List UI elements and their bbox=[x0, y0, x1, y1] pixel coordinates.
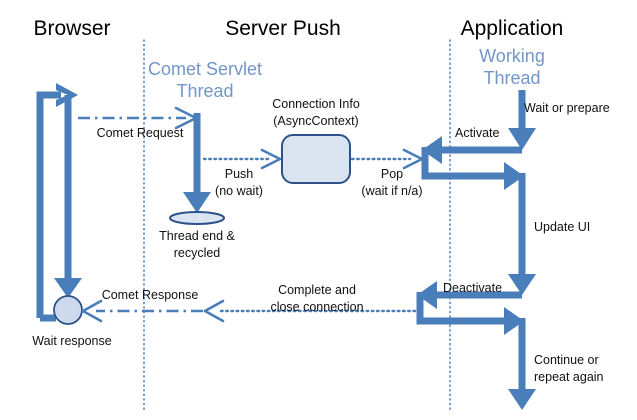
pop-label-line1: Pop bbox=[381, 167, 403, 181]
activate-arrowhead-left bbox=[422, 136, 442, 164]
lane-title-browser: Browser bbox=[33, 17, 110, 40]
thread-title-comet-servlet-line2: Thread bbox=[176, 81, 233, 101]
push-label-line2: (no wait) bbox=[215, 184, 263, 198]
update-ui-label: Update UI bbox=[534, 220, 590, 234]
connection-info-node bbox=[281, 134, 351, 184]
deactivate-arrowhead-right bbox=[504, 307, 524, 335]
thread-title-working-line2: Thread bbox=[483, 68, 540, 88]
connection-info-label-line1: Connection Info bbox=[272, 97, 360, 111]
thread-title-comet-servlet-line1: Comet Servlet bbox=[148, 59, 262, 79]
thread-end-label-line1: Thread end & bbox=[159, 229, 235, 243]
thread-end-label-line2: recycled bbox=[174, 246, 221, 260]
thread-end-ellipse bbox=[169, 211, 225, 225]
lane-title-server-push: Server Push bbox=[225, 17, 341, 40]
wait-response-label: Wait response bbox=[32, 334, 111, 348]
activate-return-segment bbox=[421, 147, 508, 180]
comet-request-label: Comet Request bbox=[97, 126, 184, 140]
continue-repeat-label-line1: Continue or bbox=[534, 353, 599, 367]
deactivate-arrowhead-left bbox=[417, 281, 437, 309]
update-ui-arrowhead-down bbox=[508, 274, 536, 295]
wait-response-circle bbox=[53, 295, 83, 325]
activate-arrowhead-right bbox=[504, 162, 524, 190]
browser-descend-arrowhead-down bbox=[54, 278, 82, 298]
connection-info-label-line2: (AsyncContext) bbox=[273, 114, 358, 128]
continue-repeat-arrowhead-down bbox=[508, 389, 536, 410]
complete-close-label-line2: close connection bbox=[270, 300, 363, 314]
browser-loop-arrowhead-right bbox=[56, 83, 78, 107]
comet-servlet-thread-arrowhead-down bbox=[183, 192, 211, 213]
thread-title-working-line1: Working bbox=[479, 46, 545, 66]
comet-response-arrowhead bbox=[81, 299, 103, 323]
complete-close-label-line1: Complete and bbox=[278, 283, 356, 297]
wait-or-prepare-arrowhead-down bbox=[508, 128, 536, 150]
comet-response-label: Comet Response bbox=[102, 288, 199, 302]
pop-label-line2: (wait if n/a) bbox=[361, 184, 422, 198]
wait-or-prepare-label: Wait or prepare bbox=[524, 101, 610, 115]
deactivate-label: Deactivate bbox=[443, 281, 502, 295]
activate-label: Activate bbox=[455, 126, 500, 140]
browser-loop-riser bbox=[36, 91, 61, 318]
push-arrowhead bbox=[260, 148, 282, 170]
continue-repeat-label-line2: repeat again bbox=[534, 370, 604, 384]
deactivate-return-segment bbox=[416, 292, 508, 325]
complete-close-arrowhead bbox=[203, 299, 225, 323]
push-label-line1: Push bbox=[225, 167, 254, 181]
lane-title-application: Application bbox=[461, 17, 564, 40]
